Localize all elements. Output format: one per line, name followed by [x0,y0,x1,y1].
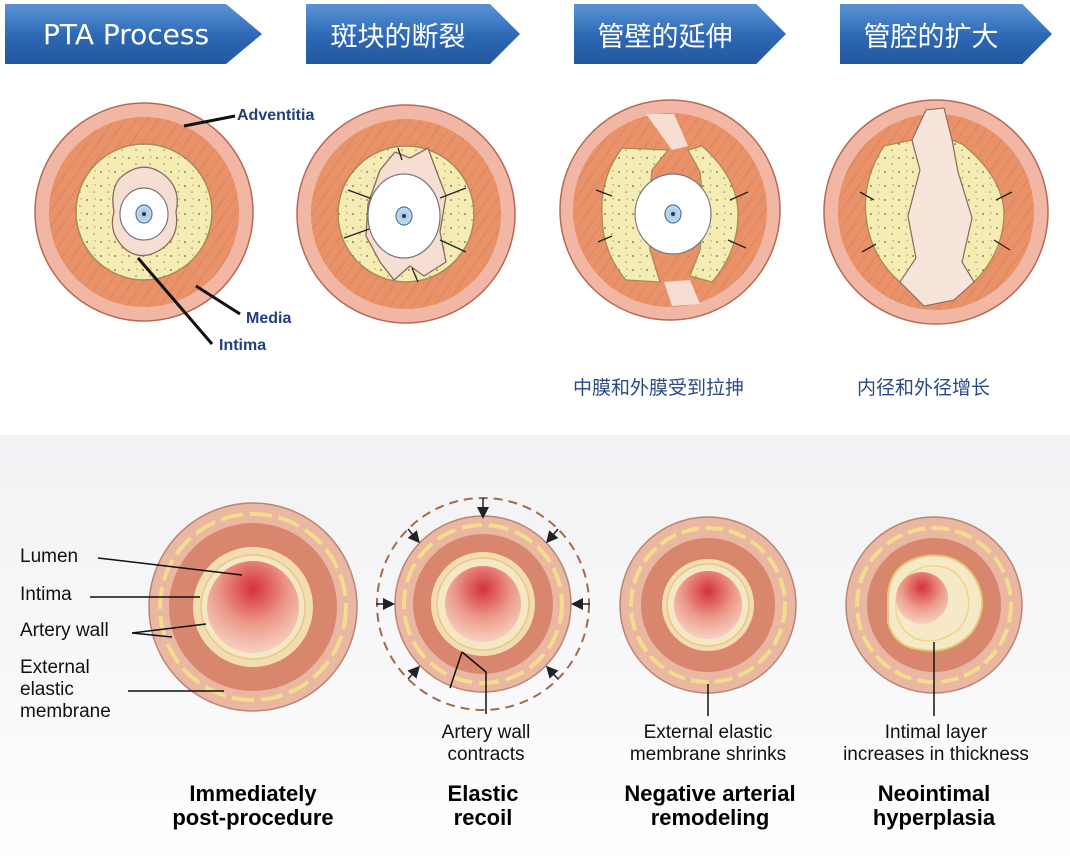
leader-artery-wall [131,632,173,638]
stage-title-line: remodeling [650,805,770,830]
annotation-line: membrane shrinks [629,744,787,765]
step-banner-pta-process: PTA Process [5,4,262,64]
leader-artery-wall-2 [131,623,207,634]
label-intima: Intima [219,337,267,354]
stage-title-line: Elastic [447,781,519,806]
stage-title-line: recoil [453,805,513,830]
label-line: membrane [20,701,111,722]
annotation-artery-wall-contracts: Artery wall contracts [406,722,566,766]
label-adventitia: Adventitia [237,107,315,124]
stage-title-neointimal-hyperplasia: Neointimal hyperplasia [834,782,1034,830]
cross-section-initial [34,102,254,322]
stage-title-immediately-post-procedure: Immediately post-procedure [153,782,353,830]
cross-section-wall-stretch [559,99,781,321]
stage-title-line: post-procedure [172,805,334,830]
step-label: 管腔的扩大 [863,21,999,53]
cross-section-lumen-expand [823,99,1049,325]
label-intima-lower: Intima [20,584,72,605]
stage-title-line: hyperplasia [872,805,996,830]
label-media: Media [246,310,292,327]
annotation-eem-shrinks: External elastic membrane shrinks [608,722,808,766]
stage-immediately-post-procedure [148,502,358,712]
caption-diameter-increase: 内径和外径增长 [857,377,991,399]
stage-title-line: Neointimal [877,781,991,806]
annotation-line: External elastic [643,722,773,743]
stage-title-negative-arterial-remodeling: Negative arterial remodeling [604,782,816,830]
step-banner-plaque-fracture: 斑块的断裂 [306,4,520,64]
label-line: elastic [20,679,74,700]
stage-title-line: Negative arterial [624,781,796,806]
annotation-line: contracts [447,744,525,765]
step-label: 斑块的断裂 [330,21,466,53]
step-label: 管壁的延伸 [597,21,733,53]
label-artery-wall: Artery wall [20,620,109,641]
cross-section-plaque-fracture [296,104,516,324]
stage-title-line: Immediately [189,781,317,806]
label-line: External [20,657,90,678]
stage-title-elastic-recoil: Elastic recoil [403,782,563,830]
annotation-line: increases in thickness [843,744,1029,765]
stage-elastic-recoil [376,497,590,711]
leader-wall-contracts [449,651,487,714]
annotation-line: Artery wall [441,722,531,743]
step-label: PTA Process [43,17,210,51]
leader-media [195,284,241,316]
label-external-elastic-membrane: External elastic membrane [20,657,111,723]
step-banner-wall-stretch: 管壁的延伸 [574,4,786,64]
label-lumen: Lumen [20,546,79,567]
stage-negative-remodeling [619,516,797,694]
leader-lumen [97,557,243,576]
step-banner-lumen-expand: 管腔的扩大 [840,4,1052,64]
leader-intima [136,257,214,345]
annotation-intimal-thickness: Intimal layer increases in thickness [824,722,1048,766]
caption-media-adventitia-stretched: 中膜和外膜受到拉抻 [573,377,745,399]
leader-adventitia [183,114,236,128]
annotation-line: Intimal layer [884,722,988,743]
stage-neointimal-hyperplasia [845,516,1023,694]
